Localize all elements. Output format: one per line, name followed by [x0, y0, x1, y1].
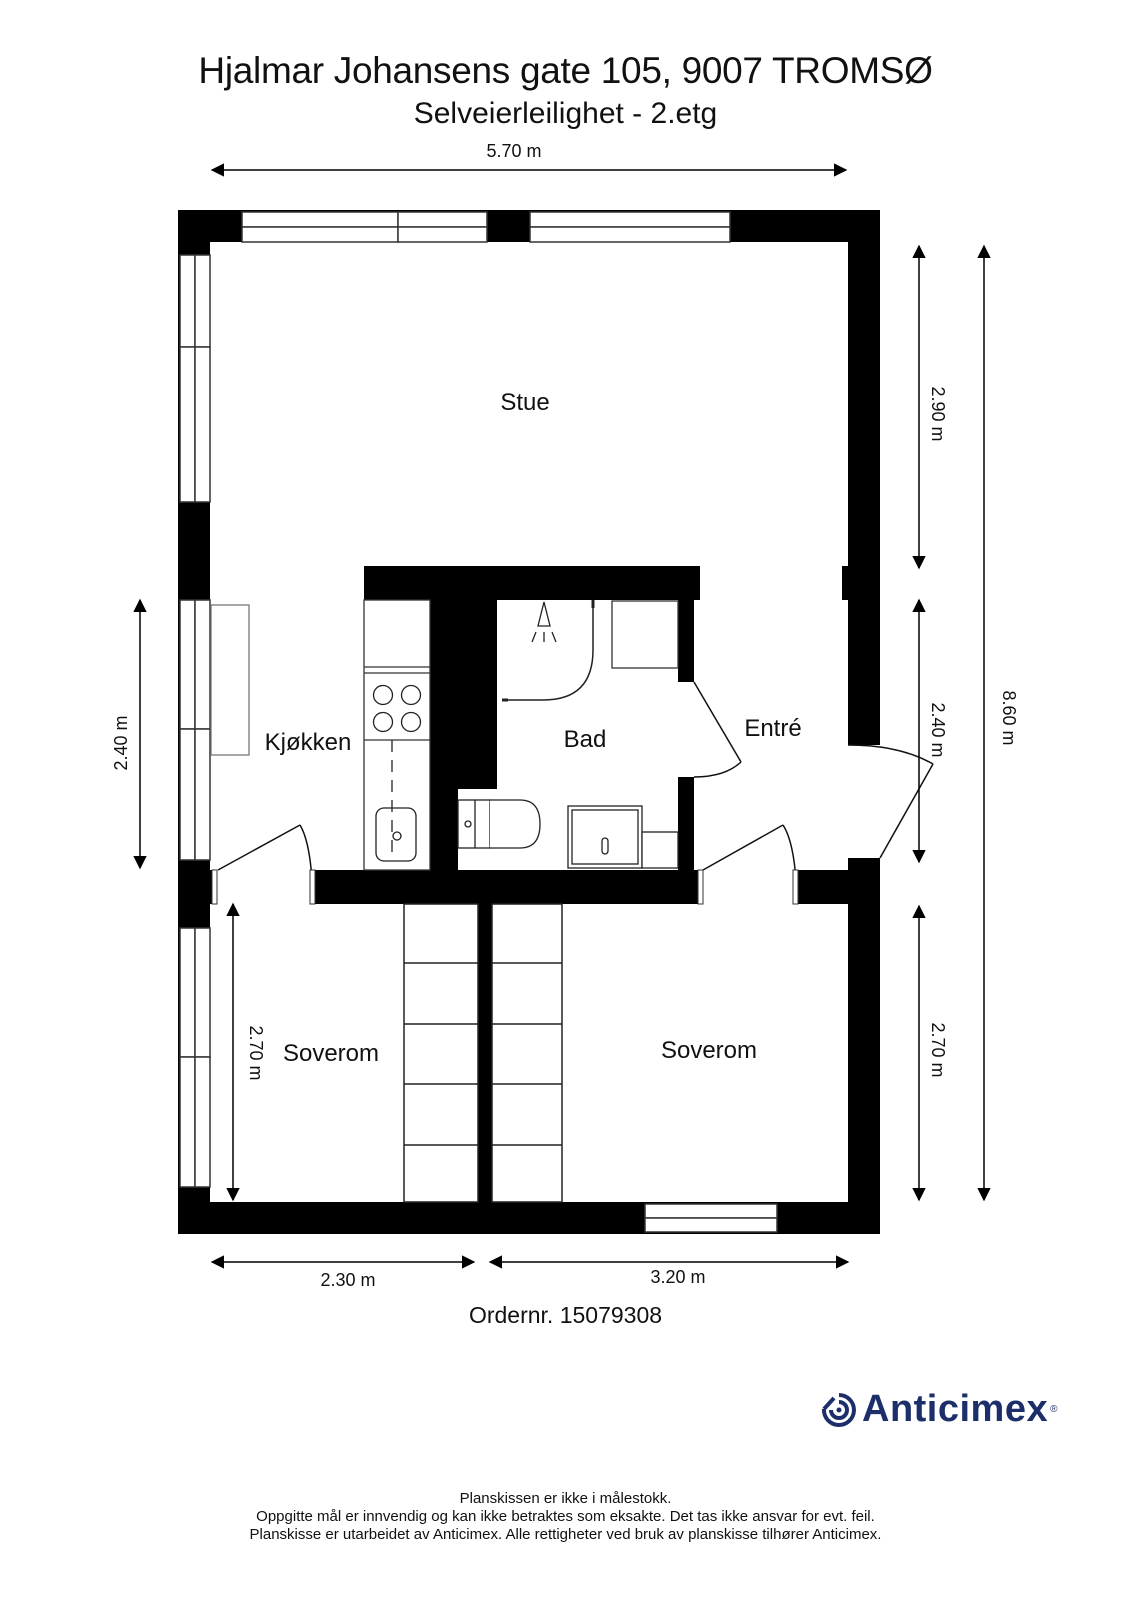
doors — [217, 681, 934, 905]
interior-walls — [210, 566, 850, 1202]
floor-subtitle: Selveierleilighet - 2.etg — [413, 97, 718, 130]
anticimex-logo: Anticimex ® — [816, 1388, 1058, 1431]
disclaimer-line-2: Oppgitte mål er innvendig og kan ikke be… — [256, 1508, 875, 1525]
dimension-lines — [133, 163, 991, 1269]
kitchen-sink-icon — [375, 740, 417, 862]
dim-left-kjokken: 2.40 m — [111, 715, 131, 770]
shower-icon — [502, 600, 595, 702]
room-label-entre: Entré — [744, 715, 801, 742]
disclaimer-line-1: Planskissen er ikke i målestokk. — [459, 1490, 672, 1507]
address-title: Hjalmar Johansens gate 105, 9007 TROMSØ — [198, 50, 933, 91]
dim-left-soverom: 2.70 m — [246, 1025, 266, 1080]
bathroom-sink-icon — [567, 805, 679, 869]
toilet-icon — [457, 799, 541, 849]
dim-right-stue: 2.90 m — [928, 386, 948, 441]
bottom-window — [644, 1203, 778, 1233]
top-windows — [241, 211, 731, 243]
room-label-bad: Bad — [564, 726, 607, 753]
dim-right-soverom: 2.70 m — [928, 1022, 948, 1077]
order-number: Ordernr. 15079308 — [468, 1302, 663, 1328]
room-label-kjokken: Kjøkken — [265, 729, 352, 756]
logo-text: Anticimex — [862, 1388, 1049, 1430]
stove-icon — [372, 684, 422, 733]
anticimex-swirl-icon — [821, 1392, 856, 1427]
dim-bottom-right: 3.20 m — [650, 1267, 705, 1287]
dim-top-width: 5.70 m — [486, 141, 541, 161]
dim-right-entre: 2.40 m — [928, 702, 948, 757]
door-jambs — [211, 869, 799, 905]
left-windows — [179, 254, 211, 1188]
kitchen-counter — [210, 599, 431, 871]
room-label-soverom-left: Soverom — [283, 1040, 379, 1067]
bathroom-cabinet — [611, 600, 679, 669]
wardrobes — [403, 903, 563, 1203]
room-label-stue: Stue — [500, 389, 549, 416]
room-label-soverom-right: Soverom — [661, 1037, 757, 1064]
disclaimer: Planskissen er ikke i målestokk. Oppgitt… — [0, 1490, 1131, 1544]
dim-bottom-left: 2.30 m — [320, 1270, 375, 1290]
disclaimer-line-3: Planskisse er utarbeidet av Anticimex. A… — [249, 1526, 882, 1543]
registered-mark: ® — [1050, 1404, 1058, 1415]
dim-right-total: 8.60 m — [999, 690, 1019, 745]
